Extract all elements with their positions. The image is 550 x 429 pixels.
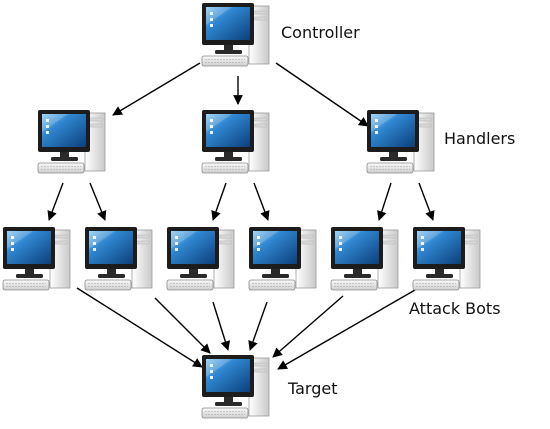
controller-computer-icon xyxy=(201,2,270,67)
arrow-bot5-target xyxy=(272,295,344,358)
handler-computer-icon xyxy=(201,109,270,174)
handler-computer-icon xyxy=(366,109,435,174)
attack-bot-computer-icon xyxy=(166,226,235,291)
attack-bot-computer-icon xyxy=(2,226,71,291)
arrow-controller-handler-1 xyxy=(112,62,201,116)
arrow-handler2-bot3 xyxy=(211,182,227,221)
arrow-bot2-target xyxy=(154,297,211,354)
arrow-handler3-bot6 xyxy=(418,182,435,221)
target-computer-icon xyxy=(201,354,270,419)
attack-bot-computer-icon xyxy=(84,226,153,291)
arrow-bot1-target xyxy=(76,287,203,368)
handlers-label: Handlers xyxy=(444,129,515,148)
attack-bot-computer-icon xyxy=(412,226,481,291)
attack-bot-computer-icon xyxy=(330,226,399,291)
target-label: Target xyxy=(287,379,338,398)
arrow-handler1-bot1 xyxy=(47,182,64,221)
controller-label: Controller xyxy=(281,23,360,42)
arrow-bot6-target xyxy=(277,289,416,370)
arrow-handler2-bot4 xyxy=(253,182,270,221)
arrow-controller-handler-3 xyxy=(275,62,369,127)
arrow-handler3-bot5 xyxy=(377,182,392,221)
arrow-bot4-target xyxy=(248,301,268,351)
connection-arrows xyxy=(47,62,435,370)
arrow-handler1-bot2 xyxy=(89,182,107,221)
attack-bots-label: Attack Bots xyxy=(409,299,501,318)
attack-bot-computer-icon xyxy=(248,226,317,291)
arrow-bot3-target xyxy=(212,301,231,351)
handler-computer-icon xyxy=(37,109,106,174)
